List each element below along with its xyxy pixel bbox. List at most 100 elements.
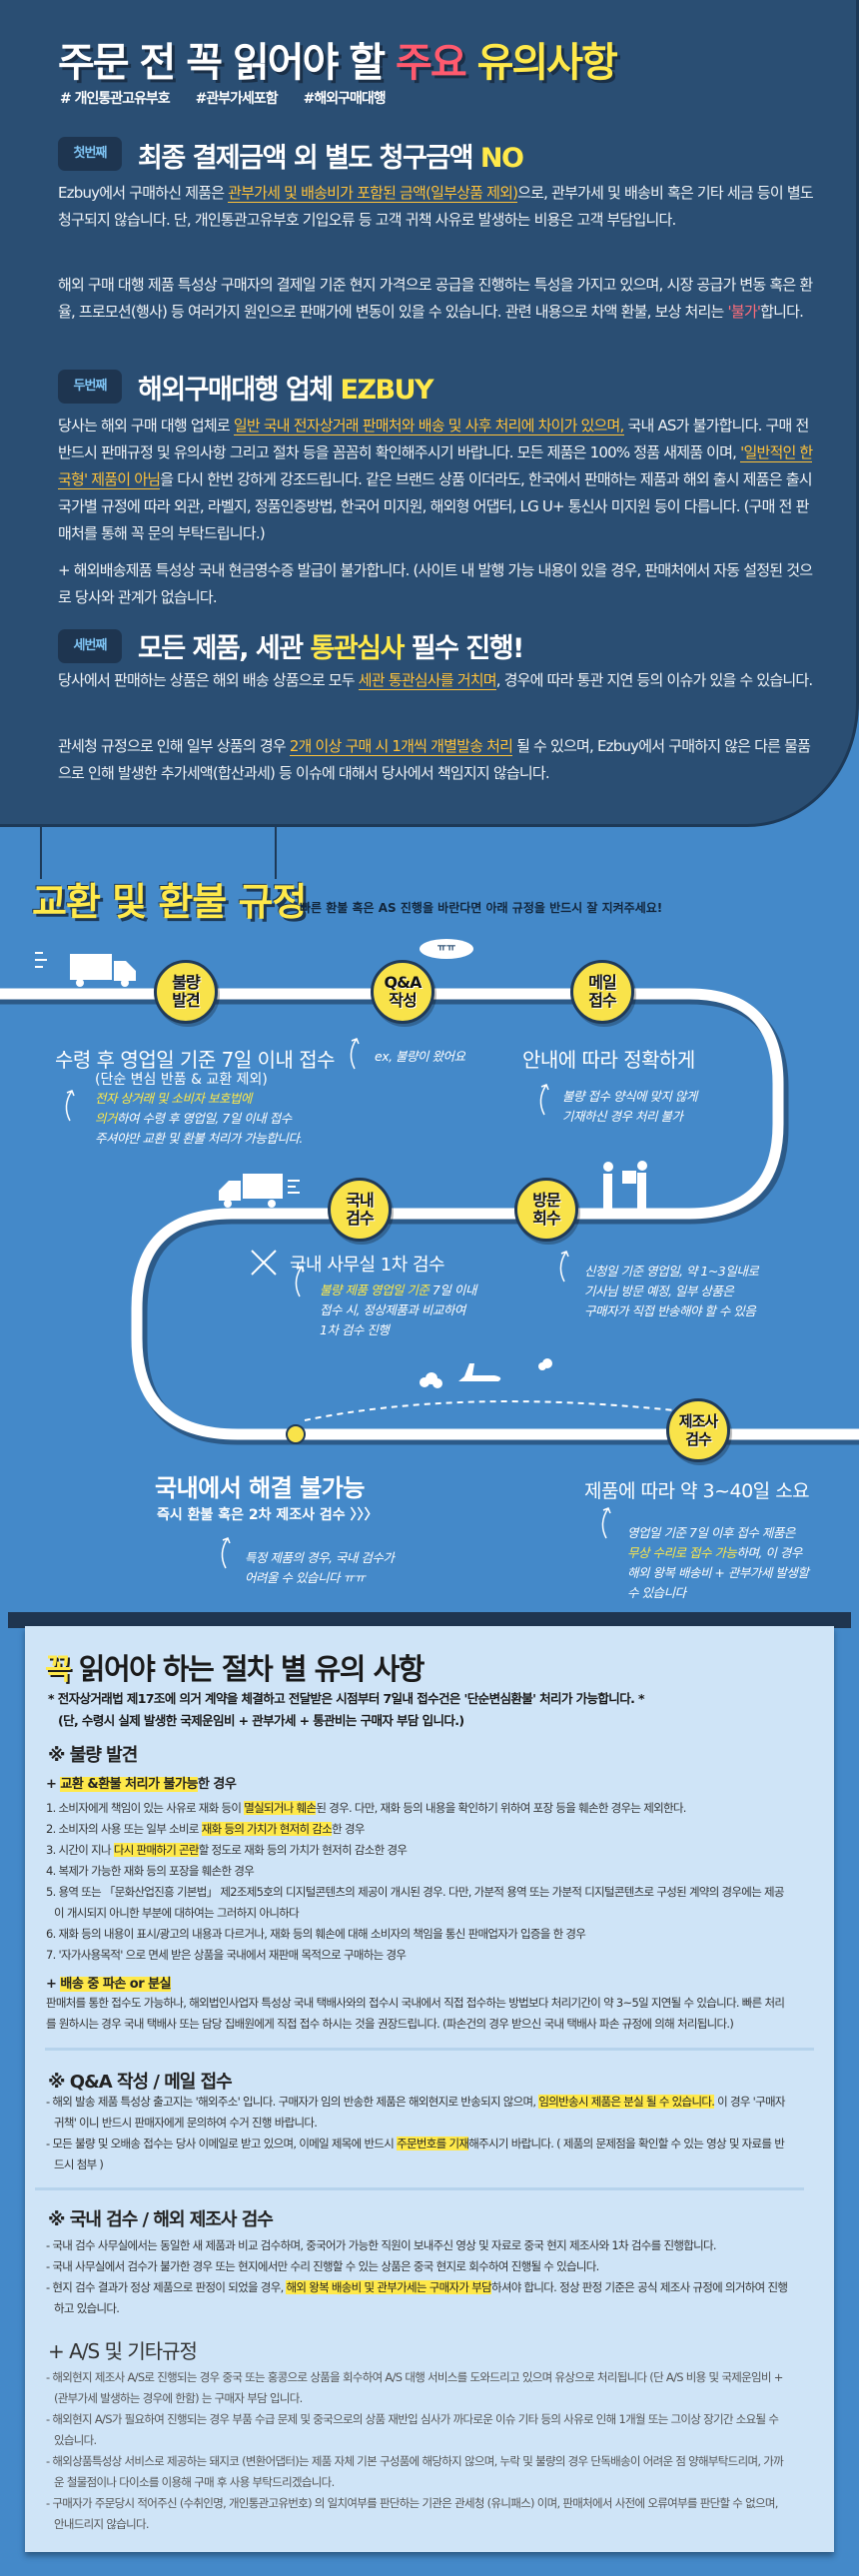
cloud-icon: [420, 1358, 552, 1388]
defect-items: 1. 소비자에게 책임이 있는 사유로 재화 등이 멸실되거나 훼손된 경우. …: [46, 1798, 790, 1966]
section-2-paragraph-1: 당사는 해외 구매 대행 업체로 일반 국내 전자상거래 판매처와 배송 및 사…: [58, 413, 817, 547]
list-item: - 국내 사무실에서 검수가 불가한 경우 또는 현지에서만 수리 진행할 수 …: [46, 2256, 790, 2277]
notice-section: [0, 0, 859, 827]
text-segment: + 해외배송제품 특성상 국내 현금영수증 발급이 불가합니다. (사이트 내 …: [58, 561, 813, 606]
step-domestic-inspection: 국내 검수: [328, 1178, 392, 1242]
list-item: - 해외현지 제조사 A/S로 진행되는 경우 중국 또는 홍콩으로 상품을 회…: [46, 2367, 790, 2409]
highlighted-text: 배송 중 파손 or 분실: [60, 1977, 172, 1992]
highlighted-text: 관부가세 및 배송비가 포함된 금액(일부상품 제외): [228, 184, 518, 203]
list-item: 5. 용역 또는 「문화산업진흥 기본법」 제2조제5호의 디지털콘텐츠의 제공…: [46, 1882, 790, 1924]
text-segment: 4. 복제가 가능한 재화 등의 포장을 훼손한 경우: [46, 1864, 255, 1878]
list-item: 7. '자가사용목적' 으로 면세 받은 상품을 국내에서 재판매 목적으로 구…: [46, 1945, 790, 1966]
step5-note: 신청일 기준 영업일, 약 1~3일내로 기사님 방문 예정, 일부 상품은 구…: [584, 1264, 759, 1318]
text-segment: 하며, 이 경우 해외 왕복 배송비 + 관부가세 발생할 수 있습니다: [627, 1545, 809, 1600]
text-segment: 1. 소비자에게 책임이 있는 사유로 재화 등이: [46, 1801, 245, 1815]
panel-top-band: [8, 1612, 851, 1628]
title-highlight-yellow: 유의사항: [464, 40, 618, 86]
list-item: - 해외 발송 제품 특성상 출고지는 '해외주소' 입니다. 구매자가 임의 …: [46, 2092, 790, 2134]
fail-note: 특정 제품의 경우, 국내 검수가 어려울 수 있습니다 ㅠㅠ: [245, 1550, 395, 1585]
arrow-doodle: [65, 1038, 611, 1569]
list-item: 1. 소비자에게 책임이 있는 사유로 재화 등이 멸실되거나 훼손된 경우. …: [46, 1798, 790, 1819]
exchange-title: 교환 및 환불 규정: [32, 880, 307, 924]
list-item: 2. 소비자의 사용 또는 일부 소비로 재화 등의 가치가 현저히 감소한 경…: [46, 1819, 790, 1840]
law-note: * 전자상거래법 제17조에 의거 계약을 체결하고 전달받은 시점부터 7일내…: [48, 1691, 645, 1706]
exchange-subtitle: 빠른 환불 혹은 AS 진행을 바란다면 아래 규정을 반드시 잘 지켜주세요!: [300, 901, 663, 915]
title-text: 읽어야 하는 절차 별 유의 사항: [70, 1652, 426, 1686]
fail-main: 국내에서 해결 불가능: [155, 1474, 365, 1502]
road: [0, 988, 859, 1440]
text-segment: 될 수 있으며, Ezbuy에서 구매하지 않은 다른 물품으로 인해 발생한 …: [58, 737, 811, 782]
highlighted-text: 세관 통관심사를 거치며: [358, 671, 497, 690]
text-segment: 국내 AS가 불가합니다. 구매 전 반드시 판매규정 및 유의사항 그리고 절…: [58, 417, 809, 461]
panel-title: 꼭 읽어야 하는 절차 별 유의 사항: [45, 1646, 426, 1688]
highlighted-text: 임의반송시 제품은 분실 될 수 있습니다.: [538, 2095, 715, 2109]
law-note-sub: (단, 수령시 실제 발생한 국제운임비 + 관부가세 + 통관비는 구매자 부…: [58, 1713, 464, 1728]
highlighted-text: 멸실되거나 훼손: [244, 1801, 317, 1815]
qa-heading: ※ Q&A 작성 / 메일 접수: [48, 2072, 233, 2093]
section-heading-2: 해외구매대행 업체 EZBUY: [138, 368, 434, 407]
wrench-icon: [251, 1250, 277, 1276]
section-2-paragraph-2: + 해외배송제품 특성상 국내 현금영수증 발급이 불가합니다. (사이트 내 …: [58, 557, 817, 611]
truck-icon: [219, 1174, 300, 1208]
text-segment: - 국내 사무실에서 검수가 불가한 경우 또는 현지에서만 수리 진행할 수 …: [46, 2259, 599, 2273]
step-qa-write: Q&A 작성: [371, 960, 434, 1024]
highlighted-text: 불량 제품 영업일 기준: [320, 1283, 430, 1297]
defect-sub2: + 배송 중 파손 or 분실: [46, 1973, 172, 1992]
text-segment: - 현지 검수 결과가 정상 제품으로 판정이 되었을 경우,: [46, 2280, 287, 2294]
step-pickup: 방문 회수: [514, 1178, 578, 1242]
text-segment: 2. 소비자의 사용 또는 일부 소비로: [46, 1822, 202, 1836]
heading-highlight: 통관심사: [310, 633, 406, 664]
delivery-people-icon: [603, 1161, 647, 1212]
text-segment: Ezbuy에서 구매하신 제품은: [58, 184, 229, 202]
section-3-paragraph-2: 관세청 규정으로 인해 일부 상품의 경우 2개 이상 구매 시 1개씩 개별발…: [58, 733, 817, 787]
as-heading: + A/S 및 기타규정: [48, 2339, 198, 2363]
text-segment: +: [46, 1977, 61, 1992]
text-segment: - 해외상품특성상 서비스로 제공하는 돼지코 (변환어댑터)는 제품 자체 기…: [46, 2454, 784, 2489]
highlighted-text: 교환 &환불 처리가 불가능: [60, 1777, 198, 1792]
inspect-heading: ※ 국내 검수 / 해외 제조사 검수: [48, 2209, 274, 2230]
divider: [35, 2187, 804, 2190]
text-segment: 하여 수령 후 영업일, 7일 이내 접수 주셔야만 교환 및 환불 처리가 가…: [95, 1111, 303, 1146]
text-segment: 3. 시간이 지나: [46, 1843, 114, 1857]
airplane-icon: [458, 1363, 501, 1381]
text-segment: 7일 이내 접수 시, 정상제품과 비교하여 1차 검수 진행: [320, 1283, 476, 1337]
text-segment: 영업일 기준 7일 이후 접수 제품은: [627, 1525, 795, 1540]
step4-note: 불량 제품 영업일 기준 7일 이내 접수 시, 정상제품과 비교하여 1차 검…: [320, 1281, 476, 1340]
defect-sub1: + 교환 &환불 처리가 불가능한 경우: [46, 1773, 237, 1792]
fail-sub: 즉시 환불 혹은 2차 제조사 검수 〉〉〉: [157, 1507, 379, 1523]
heading-text: 최종 결제금액 외 별도 청구금액: [138, 143, 480, 174]
waypoint-dot: [286, 1424, 306, 1444]
text-segment: - 해외현지 제조사 A/S로 진행되는 경우 중국 또는 홍콩으로 상품을 회…: [46, 2370, 783, 2405]
text-segment: - 모든 불량 및 오배송 접수는 당사 이메일로 받고 있으며, 이메일 제목…: [46, 2137, 398, 2150]
text-segment: - 국내 검수 사무실에서는 동일한 새 제품과 비교 검수하며, 중국어가 가…: [46, 2238, 717, 2252]
text-segment: 6. 재화 등의 내용이 표시/광고의 내용과 다르거나, 재화 등의 훼손에 …: [46, 1927, 586, 1941]
list-item: - 해외상품특성상 서비스로 제공하는 돼지코 (변환어댑터)는 제품 자체 기…: [46, 2451, 790, 2493]
text-segment: +: [46, 1777, 61, 1792]
text-segment: 관세청 규정으로 인해 일부 상품의 경우: [58, 737, 290, 755]
highlighted-text: 주문번호를 기재: [397, 2137, 469, 2150]
hashtag: #관부가세포함: [195, 91, 279, 107]
list-item: - 구매자가 주문당시 적어주신 (수취인명, 개인통관고유번호) 의 일치여부…: [46, 2493, 790, 2535]
section-1-paragraph-1: Ezbuy에서 구매하신 제품은 관부가세 및 배송비가 포함된 금액(일부상품…: [58, 180, 817, 234]
text-segment: 한 경우: [332, 1822, 365, 1836]
section-heading-1: 최종 결제금액 외 별도 청구금액 NO: [138, 136, 524, 175]
divider: [45, 2048, 814, 2051]
hashtags: # 개인통관고유부호#관부가세포함#해외구매대행: [60, 88, 412, 108]
step1-main: 수령 후 영업일 기준 7일 이내 접수: [55, 1048, 336, 1072]
as-items: - 해외현지 제조사 A/S로 진행되는 경우 중국 또는 홍콩으로 상품을 회…: [46, 2367, 790, 2535]
highlighted-text: 해외 왕복 배송비 및 관부가세는 구매자가 부담: [286, 2280, 492, 2294]
highlighted-text: 다시 판매하기 곤란: [113, 1843, 199, 1857]
text-segment: 을 다시 한번 강하게 강조드립니다. 같은 브랜드 상품 이더라도, 한국에서…: [58, 470, 813, 542]
text-segment: 한 경우: [197, 1777, 237, 1792]
heading-highlight: EZBUY: [340, 375, 434, 406]
list-item: - 모든 불량 및 오배송 접수는 당사 이메일로 받고 있으며, 이메일 제목…: [46, 2134, 790, 2175]
text-segment: 된 경우. 다만, 재화 등의 내용을 확인하기 위하여 포장 등을 훼손한 경…: [316, 1801, 686, 1815]
text-segment: 할 정도로 재화 등의 가치가 현저히 감소한 경우: [198, 1843, 408, 1857]
badge-first: 첫번째: [58, 137, 122, 171]
text-segment: 으로, 관부가세 및 배송비 혹은 기타 세금 등이 별도 청구되지 않습니다.…: [58, 184, 814, 229]
highlighted-text: '일반적인 한국형' 제품이 아님: [58, 443, 813, 489]
step4-main: 국내 사무실 1차 검수: [290, 1255, 445, 1276]
list-item: 3. 시간이 지나 다시 판매하기 곤란할 정도로 재화 등의 가치가 현저히 …: [46, 1840, 790, 1861]
step-mail-submit: 메일 접수: [570, 960, 634, 1024]
highlighted-text: 일반 국내 전자상거래 판매처와 배송 및 사후 처리에 차이가 있으며,: [233, 417, 624, 435]
